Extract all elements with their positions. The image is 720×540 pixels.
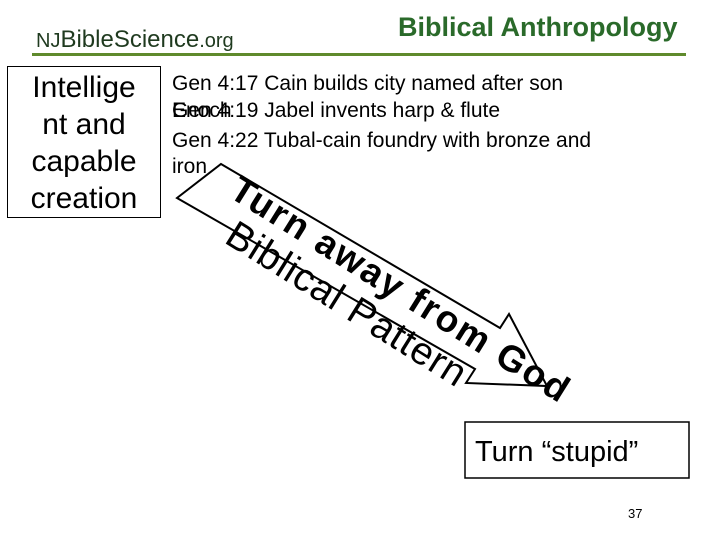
verse-gen-4-22: Gen 4:22 Tubal-cain foundry with bronze … [172,129,592,152]
slide-title: Biblical Anthropology [398,12,678,42]
site-science: Science [113,26,200,53]
title-divider [32,53,686,56]
sidebar-box: Intellige nt and capable creation [7,66,161,218]
callout-box [464,421,690,479]
site-tld: .org [199,30,234,52]
callout-text: Turn “stupid” [475,436,639,468]
page-number: 37 [628,506,643,521]
site-bible: Bible [60,26,114,53]
site-name: NJBibleScience.org [36,26,234,54]
verse-gen-4-17-continued: Enoch [172,99,232,122]
site-nj: NJ [36,30,61,52]
verse-gen-4-22-continued: iron [172,155,208,178]
sidebar-line: capable [31,145,137,178]
sidebar-line: Intellige [32,71,136,104]
sidebar-line: creation [30,182,138,215]
verse-gen-4-19: Gen 4:19 Jabel invents harp & flute [172,99,501,122]
arrow-shape [175,162,549,388]
sidebar-line: nt and [42,108,126,141]
verse-gen-4-17: Gen 4:17 Cain builds city named after so… [172,72,564,95]
